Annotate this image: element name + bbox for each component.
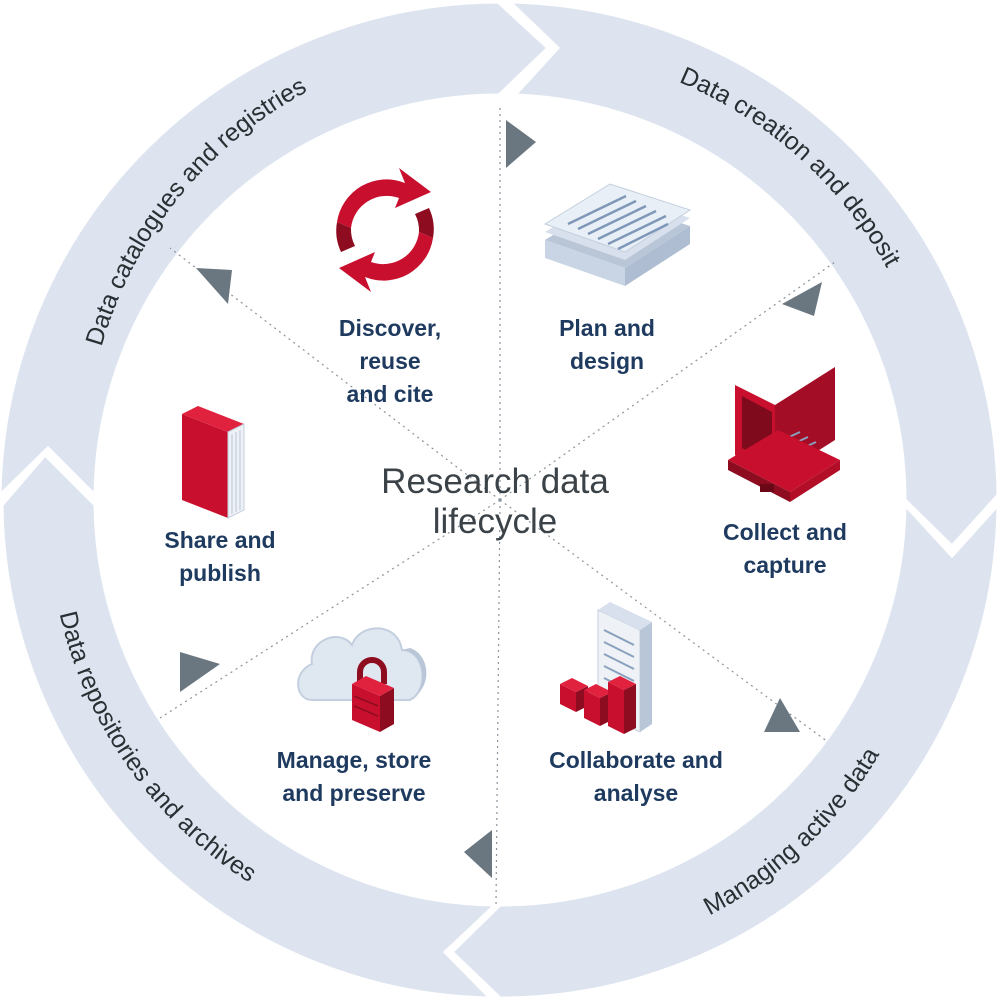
arrow-upper-left-icon xyxy=(196,268,232,304)
ring-segment-catalogues xyxy=(0,0,551,499)
sector-dividers xyxy=(159,105,836,906)
report-chart-icon xyxy=(560,602,652,734)
center-title-line1: Research data xyxy=(381,462,609,501)
ring-segment-managing xyxy=(449,501,1000,1000)
divider-bottom xyxy=(495,499,501,906)
stage-label-line: and cite xyxy=(346,381,434,407)
stage-label-line: and preserve xyxy=(282,780,426,806)
ring-segment-repositories xyxy=(0,452,499,1000)
arrow-upper-right-icon xyxy=(782,282,822,316)
divider-lower-left xyxy=(159,499,501,719)
arrow-bottom-icon xyxy=(464,830,492,878)
book-icon xyxy=(182,406,245,519)
arrow-top-icon xyxy=(506,120,536,168)
divider-lower-right xyxy=(499,499,829,743)
stage-label-line: Manage, store xyxy=(276,747,432,773)
center-title: Research data lifecycle xyxy=(330,462,660,542)
stage-label-line: analyse xyxy=(593,780,679,806)
arrow-lower-right-icon xyxy=(764,698,800,732)
stage-label-line: Collect and xyxy=(723,519,847,545)
ring-segment-creation xyxy=(506,0,1000,549)
stage-label-line: design xyxy=(569,348,645,374)
stage-label-share: Share and publish xyxy=(130,524,310,590)
refresh-cycle-icon xyxy=(336,168,434,292)
divider-upper-right xyxy=(499,261,836,501)
arrow-lower-left-icon xyxy=(180,652,220,692)
stage-label-line: Collaborate and xyxy=(549,747,723,773)
stage-label-line: Share and xyxy=(164,527,276,553)
stage-label-manage: Manage, store and preserve xyxy=(244,744,464,810)
stage-label-discover: Discover, reuse and cite xyxy=(300,312,480,411)
cloud-lock-icon xyxy=(297,627,427,732)
stage-label-line: Plan and xyxy=(559,315,655,341)
stage-label-plan: Plan and design xyxy=(507,312,707,378)
center-title-line2: lifecycle xyxy=(432,502,558,541)
stage-label-line: Discover, xyxy=(338,315,442,341)
stage-label-line: publish xyxy=(179,560,261,586)
direction-arrows xyxy=(180,120,822,878)
stage-label-line: reuse xyxy=(359,348,421,374)
briefcase-icon xyxy=(728,367,840,502)
document-stack-icon xyxy=(543,183,692,286)
stage-label-collect: Collect and capture xyxy=(690,516,880,582)
stage-label-collaborate: Collaborate and analyse xyxy=(526,744,746,810)
stage-label-line: capture xyxy=(743,552,827,578)
